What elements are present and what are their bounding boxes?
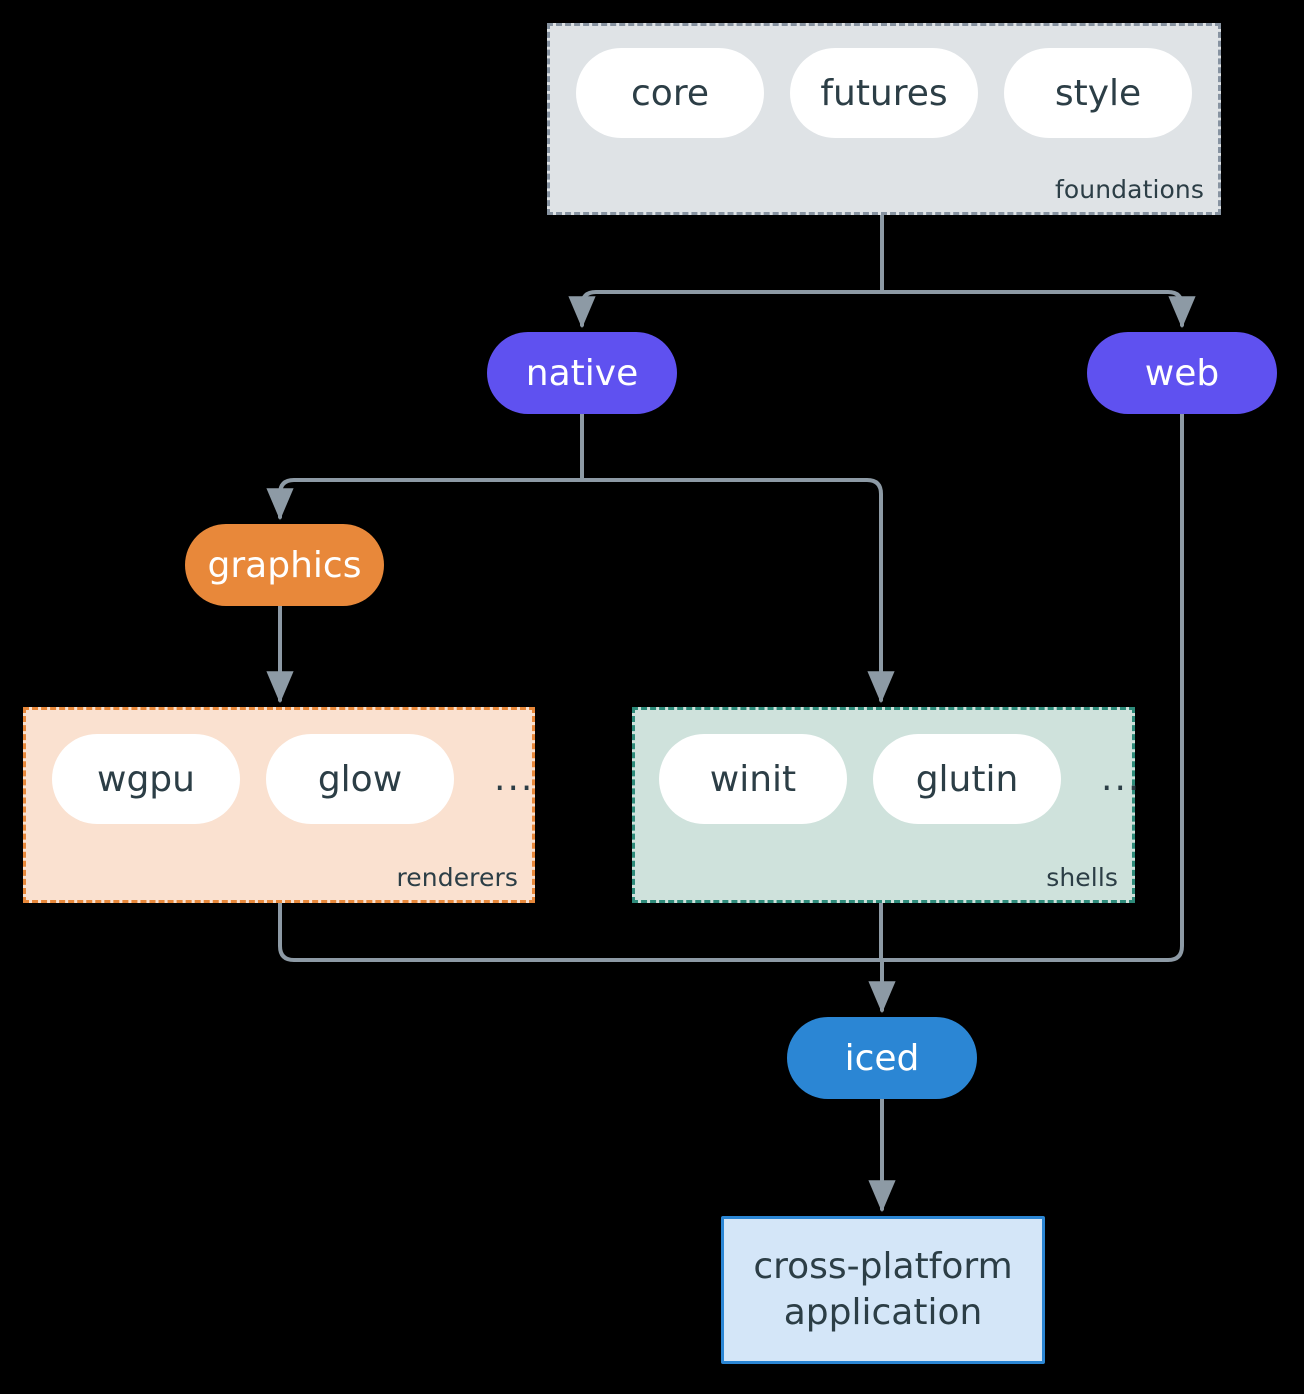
- node-native-label: native: [525, 352, 639, 394]
- node-web[interactable]: web: [1087, 332, 1277, 414]
- node-iced-label: iced: [844, 1037, 920, 1079]
- pill-glutin[interactable]: glutin: [873, 734, 1061, 824]
- shells-more-ellipsis: ...: [1101, 757, 1142, 799]
- node-application-label-line2: application: [783, 1292, 983, 1333]
- pill-wgpu[interactable]: wgpu: [52, 734, 240, 824]
- pill-core[interactable]: core: [576, 48, 764, 138]
- group-label-foundations: foundations: [1055, 175, 1204, 204]
- pill-futures[interactable]: futures: [790, 48, 978, 138]
- group-shells[interactable]: winit glutin ... shells: [632, 707, 1139, 903]
- renderers-more-ellipsis: ...: [494, 757, 535, 799]
- pill-glow[interactable]: glow: [266, 734, 454, 824]
- group-label-renderers: renderers: [396, 863, 518, 892]
- node-iced[interactable]: iced: [787, 1017, 977, 1099]
- renderers-items: wgpu glow ...: [52, 734, 544, 824]
- node-web-label: web: [1144, 352, 1220, 394]
- foundations-items: core futures style: [576, 48, 1192, 138]
- node-graphics-label: graphics: [207, 544, 362, 586]
- node-application-label-line1: cross-platform: [753, 1245, 1013, 1287]
- node-graphics[interactable]: graphics: [185, 524, 384, 606]
- group-label-shells: shells: [1046, 863, 1118, 892]
- pill-style[interactable]: style: [1004, 48, 1192, 138]
- group-renderers[interactable]: wgpu glow ... renderers: [23, 707, 535, 903]
- shells-items: winit glutin ...: [659, 734, 1151, 824]
- node-native[interactable]: native: [487, 332, 677, 414]
- pill-winit[interactable]: winit: [659, 734, 847, 824]
- group-foundations[interactable]: core futures style foundations: [547, 23, 1221, 215]
- node-application[interactable]: cross-platform application: [721, 1216, 1045, 1364]
